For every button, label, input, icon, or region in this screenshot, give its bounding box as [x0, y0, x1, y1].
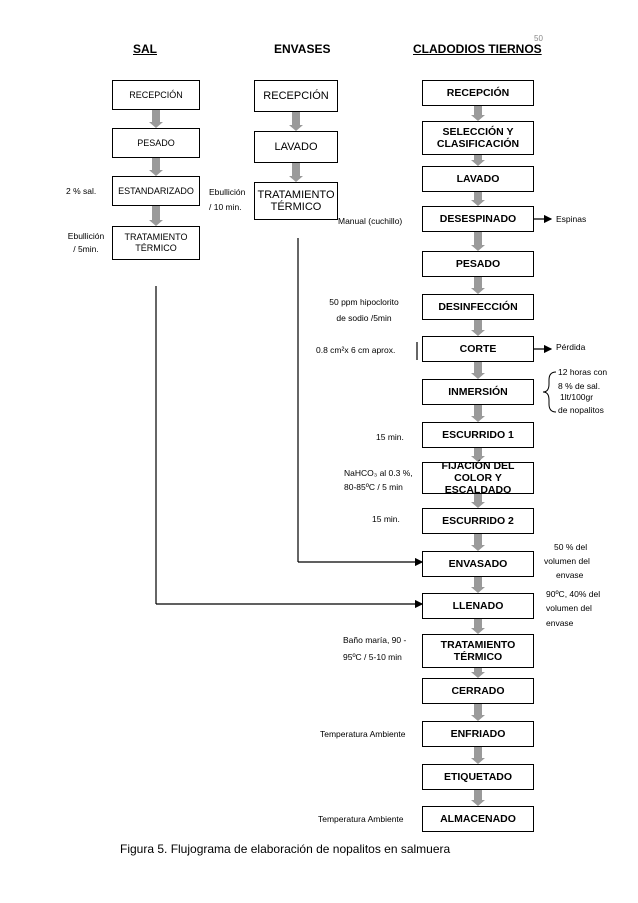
note-tratamiento-1: Baño maría, 90 -	[343, 635, 407, 645]
envases-step-recepcion: RECEPCIÓN	[254, 80, 338, 112]
main-step-llenado: LLENADO	[422, 593, 534, 619]
main-arrow-8	[471, 448, 485, 462]
note-enfriado: Temperatura Ambiente	[320, 729, 406, 739]
main-step-seleccion: SELECCIÓN Y CLASIFICACIÓN	[422, 121, 534, 155]
main-step-pesado: PESADO	[422, 251, 534, 277]
sal-note-standardize: 2 % sal.	[66, 186, 97, 196]
main-step-escurrido-1: ESCURRIDO 1	[422, 422, 534, 448]
sal-arrow-2	[149, 206, 163, 226]
main-step-enfriado: ENFRIADO	[422, 721, 534, 747]
note-espinas: Espinas	[556, 214, 587, 224]
note-fijacion-2: 80-85ºC / 5 min	[344, 482, 403, 490]
note-desinfeccion-2: de sodio /5min	[336, 313, 392, 323]
main-arrow-15	[471, 747, 485, 764]
main-arrow-4	[471, 277, 485, 294]
envases-step-lavado: LAVADO	[254, 131, 338, 163]
note-inmersion-4: de nopalitos	[558, 405, 604, 415]
note-almacenado: Temperatura Ambiente	[318, 814, 404, 824]
main-arrow-1	[471, 155, 485, 166]
note-escurrido-2: 15 min.	[372, 514, 400, 524]
sal-note-boil-1: Ebullición	[67, 231, 105, 241]
note-llenado-3: envase	[546, 618, 574, 628]
page-number: 50	[534, 34, 543, 43]
note-envasado-3: envase	[556, 570, 584, 578]
main-arrow-3	[471, 232, 485, 251]
note-llenado-2: volumen del	[546, 603, 592, 613]
main-arrow-13	[471, 668, 485, 678]
main-arrow-12	[471, 619, 485, 634]
main-arrow-16	[471, 790, 485, 806]
main-step-etiquetado: ETIQUETADO	[422, 764, 534, 790]
main-step-almacenado: ALMACENADO	[422, 806, 534, 832]
sal-step-tratamiento-termico: TRATAMIENTO TÉRMICO	[112, 226, 200, 260]
main-arrow-5	[471, 320, 485, 336]
main-arrow-10	[471, 534, 485, 551]
note-fijacion-1: NaHCO₃ al 0.3 %,	[344, 468, 413, 478]
note-envasado-1: 50 % del	[554, 542, 588, 552]
main-step-lavado: LAVADO	[422, 166, 534, 192]
main-step-desespinado: DESESPINADO	[422, 206, 534, 232]
main-step-desinfeccion: DESINFECCIÓN	[422, 294, 534, 320]
envases-note-boil-2: / 10 min.	[209, 202, 242, 212]
note-corte: 0.8 cm²x 6 cm aprox.	[316, 345, 396, 355]
column-header-sal: SAL	[133, 42, 157, 56]
main-arrow-9	[471, 494, 485, 508]
note-escurrido-1: 15 min.	[376, 432, 404, 442]
inmersion-brace	[542, 371, 557, 413]
sal-step-estandarizado: ESTANDARIZADO	[112, 176, 200, 206]
note-desinfeccion-1: 50 ppm hipoclorito	[329, 297, 399, 307]
main-step-tratamiento-termico: TRATAMIENTO TÉRMICO	[422, 634, 534, 668]
main-step-inmersion: INMERSIÓN	[422, 379, 534, 405]
main-step-recepcion: RECEPCIÓN	[422, 80, 534, 106]
main-arrow-0	[471, 106, 485, 121]
column-header-cladodios: CLADODIOS TIERNOS	[413, 42, 542, 56]
main-step-cerrado: CERRADO	[422, 678, 534, 704]
sal-arrow-1	[149, 158, 163, 176]
note-perdida: Pérdida	[556, 342, 586, 352]
sal-step-recepcion: RECEPCIÓN	[112, 80, 200, 110]
envases-note-boil-1: Ebullición	[209, 187, 246, 197]
main-arrow-6	[471, 362, 485, 379]
main-step-fijacion: FIJACIÓN DEL COLOR Y ESCALDADO	[422, 460, 534, 496]
note-llenado-1: 90ºC, 40% del	[546, 589, 601, 599]
figure-caption: Figura 5. Flujograma de elaboración de n…	[120, 842, 451, 856]
main-arrow-11	[471, 577, 485, 593]
main-step-envasado: ENVASADO	[422, 551, 534, 577]
main-step-corte: CORTE	[422, 336, 534, 362]
main-step-escurrido-2: ESCURRIDO 2	[422, 508, 534, 534]
main-arrow-2	[471, 192, 485, 206]
note-inmersion-2: 8 % de sal.	[558, 381, 601, 391]
note-desespinado: Manual (cuchillo)	[338, 216, 403, 226]
column-header-envases: ENVASES	[274, 42, 331, 56]
note-envasado-2: volumen del	[544, 556, 590, 566]
sal-note-boil-2: / 5min.	[73, 244, 99, 254]
envases-step-tratamiento-termico: TRATAMIENTO TÉRMICO	[254, 182, 338, 220]
sal-step-pesado: PESADO	[112, 128, 200, 158]
note-tratamiento-2: 95ºC / 5-10 min	[343, 652, 402, 662]
sal-arrow-0	[149, 110, 163, 128]
envases-arrow-1	[289, 163, 303, 182]
main-arrow-7	[471, 405, 485, 422]
main-arrow-14	[471, 704, 485, 721]
envases-arrow-0	[289, 112, 303, 131]
note-inmersion-3: 1lt/100gr	[560, 392, 594, 402]
note-inmersion-1: 12 horas con	[558, 367, 608, 377]
